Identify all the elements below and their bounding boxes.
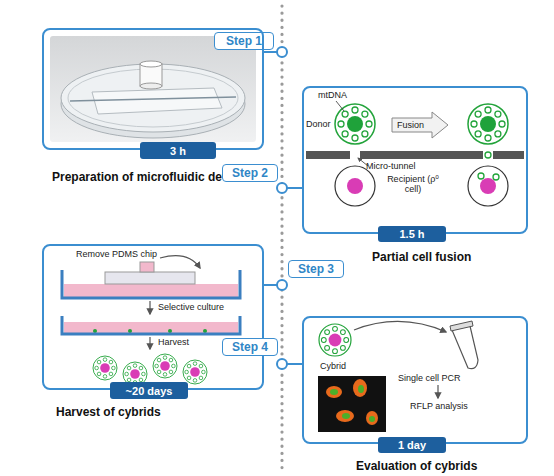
culture-illustration <box>62 270 240 298</box>
illustration-label: Harvest <box>158 337 189 347</box>
step-panel: Partial cell fusion <box>302 86 528 234</box>
fusion-illustration <box>306 151 350 159</box>
step-caption: Evaluation of cybrids <box>356 459 477 473</box>
culture-illustration <box>93 329 97 333</box>
evaluation-illustration <box>318 321 478 432</box>
step-panel: Preparation of microfluidic device <box>42 28 264 150</box>
fusion-illustration <box>335 104 375 144</box>
device-photo <box>140 61 162 67</box>
culture-illustration <box>183 360 207 384</box>
step-caption: Preparation of microfluidic device <box>52 170 245 184</box>
device-photo <box>140 83 162 89</box>
culture-illustration <box>203 329 207 333</box>
evaluation-illustration <box>326 386 342 398</box>
culture-illustration <box>62 256 240 386</box>
tab-text: Step 1 <box>226 34 262 48</box>
illustration-label: Single cell PCR <box>398 373 461 383</box>
evaluation-illustration <box>358 385 364 393</box>
device-photo <box>61 64 245 132</box>
culture-illustration <box>62 316 240 334</box>
device-photo <box>50 36 256 142</box>
culture-illustration <box>140 262 154 272</box>
fusion-illustration <box>392 112 448 138</box>
evaluation-illustration <box>450 321 473 331</box>
evaluation-illustration <box>330 389 338 395</box>
device-photo <box>70 97 236 101</box>
timeline <box>277 47 287 57</box>
illustration-label: Selective culture <box>158 302 224 312</box>
evaluation-illustration <box>353 379 367 397</box>
timeline <box>277 183 287 193</box>
fusion-illustration <box>306 101 524 206</box>
step-panel: Harvest of cybrids <box>42 244 264 390</box>
tab-text: Step 2 <box>232 166 268 180</box>
evaluation-illustration <box>318 376 386 432</box>
evaluation-illustration <box>319 324 351 356</box>
tab-text: 1.5 h <box>399 228 424 240</box>
tab-text: 1 day <box>398 439 426 451</box>
step-caption: Partial cell fusion <box>372 250 471 264</box>
evaluation-illustration <box>369 416 375 422</box>
timeline <box>277 359 287 369</box>
fusion-illustration <box>468 166 508 206</box>
illustration-label: mtDNA <box>318 90 347 100</box>
culture-illustration <box>168 329 172 333</box>
illustration-label: RFLP analysis <box>410 401 468 411</box>
culture-illustration <box>64 284 238 297</box>
fusion-illustration <box>336 101 344 111</box>
evaluation-illustration <box>366 411 378 425</box>
duration-tab: 3 h <box>140 142 216 159</box>
illustration-label: Cybrid <box>320 361 346 371</box>
evaluation-illustration <box>452 326 478 369</box>
culture-illustration <box>153 354 177 378</box>
tab-text: 3 h <box>170 145 186 157</box>
illustration-label: Remove PDMS chip <box>76 249 157 259</box>
fusion-illustration <box>485 152 491 158</box>
timeline <box>264 6 302 472</box>
fusion-illustration <box>468 104 508 144</box>
step-tab: Step 4 <box>222 338 278 356</box>
fusion-illustration <box>360 151 483 159</box>
fusion-illustration <box>493 174 499 180</box>
device-photo <box>50 36 256 142</box>
culture-illustration <box>149 337 150 349</box>
step-caption: Harvest of cybrids <box>56 405 161 419</box>
tab-text: ~20 days <box>126 385 173 397</box>
illustration-label: Micro-tunnel <box>366 161 416 171</box>
illustration-label: Recipient (ρ⁰ cell) <box>384 174 442 194</box>
culture-illustration <box>64 322 238 333</box>
culture-illustration <box>93 356 117 380</box>
illustration-label: Fusion <box>397 120 424 130</box>
fusion-illustration <box>335 166 375 206</box>
step-tab: Step 1 <box>214 32 274 50</box>
culture-illustration <box>105 272 195 284</box>
evaluation-illustration <box>336 410 354 422</box>
tab-text: Step 3 <box>298 262 334 276</box>
evaluation-illustration <box>342 413 350 419</box>
illustration-label: Donor <box>306 119 331 129</box>
duration-tab: 1 day <box>378 437 446 453</box>
fusion-illustration <box>493 151 524 159</box>
fusion-illustration <box>478 173 484 179</box>
tab-text: Step 4 <box>232 340 268 354</box>
device-photo <box>92 88 222 114</box>
evaluation-illustration <box>354 321 446 332</box>
culture-illustration <box>149 301 150 314</box>
timeline <box>280 6 283 472</box>
timeline <box>277 280 287 290</box>
step-tab: Step 2 <box>222 164 278 182</box>
evaluation-illustration <box>437 385 438 398</box>
duration-tab: ~20 days <box>110 382 188 399</box>
duration-tab: 1.5 h <box>378 226 446 242</box>
step-tab: Step 3 <box>288 260 344 278</box>
culture-illustration <box>160 256 200 268</box>
culture-illustration <box>128 329 132 333</box>
